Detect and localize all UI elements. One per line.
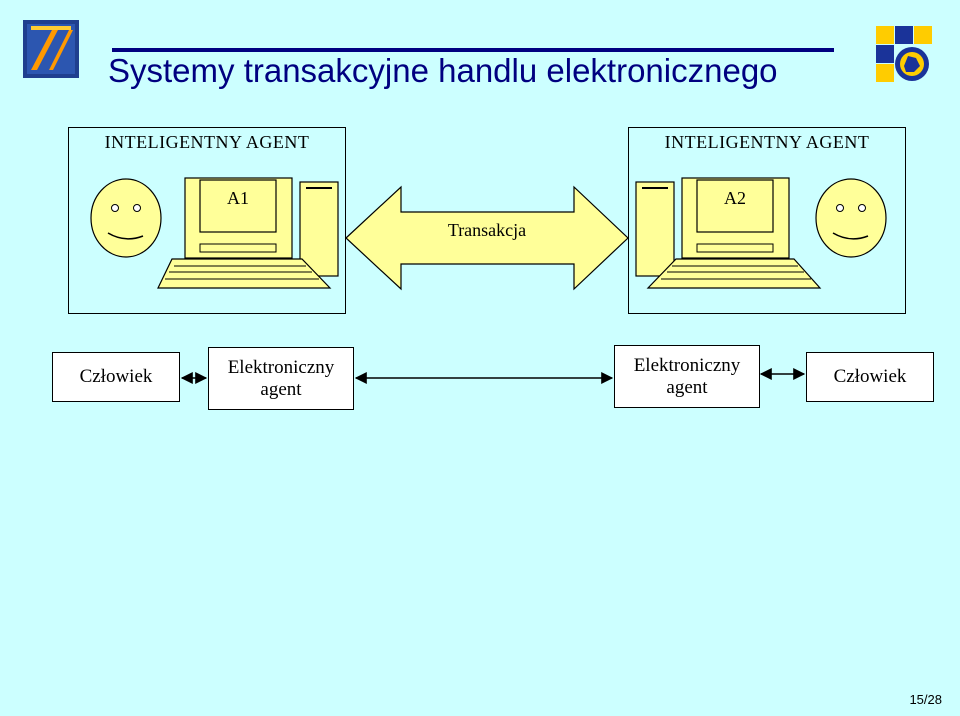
institution-logo-left — [23, 20, 79, 78]
computer-icon-left — [157, 177, 339, 289]
electronic-agent-box-left: Elektroniczny agent — [208, 347, 354, 410]
monitor-label-a2: A2 — [724, 188, 746, 208]
title-underline — [112, 48, 834, 52]
electronic-agent-box-right: Elektroniczny agent — [614, 345, 760, 408]
slide-title: Systemy transakcyjne handlu elektroniczn… — [108, 52, 778, 89]
human-face-icon-left — [90, 178, 162, 258]
transaction-label: Transakcja — [447, 220, 527, 240]
institution-logo-right — [876, 26, 932, 82]
human-face-icon-right — [815, 178, 887, 258]
human-box-right: Człowiek — [806, 352, 934, 402]
human-box-left: Człowiek — [52, 352, 180, 402]
computer-icon-right — [635, 177, 822, 289]
agent-panel-label: INTELIGENTNY AGENT — [664, 132, 870, 152]
monitor-label-a1: A1 — [227, 188, 249, 208]
transaction-double-arrow — [345, 185, 629, 291]
agent-panel-label: INTELIGENTNY AGENT — [104, 132, 310, 152]
page-number: 15/28 — [909, 692, 942, 707]
